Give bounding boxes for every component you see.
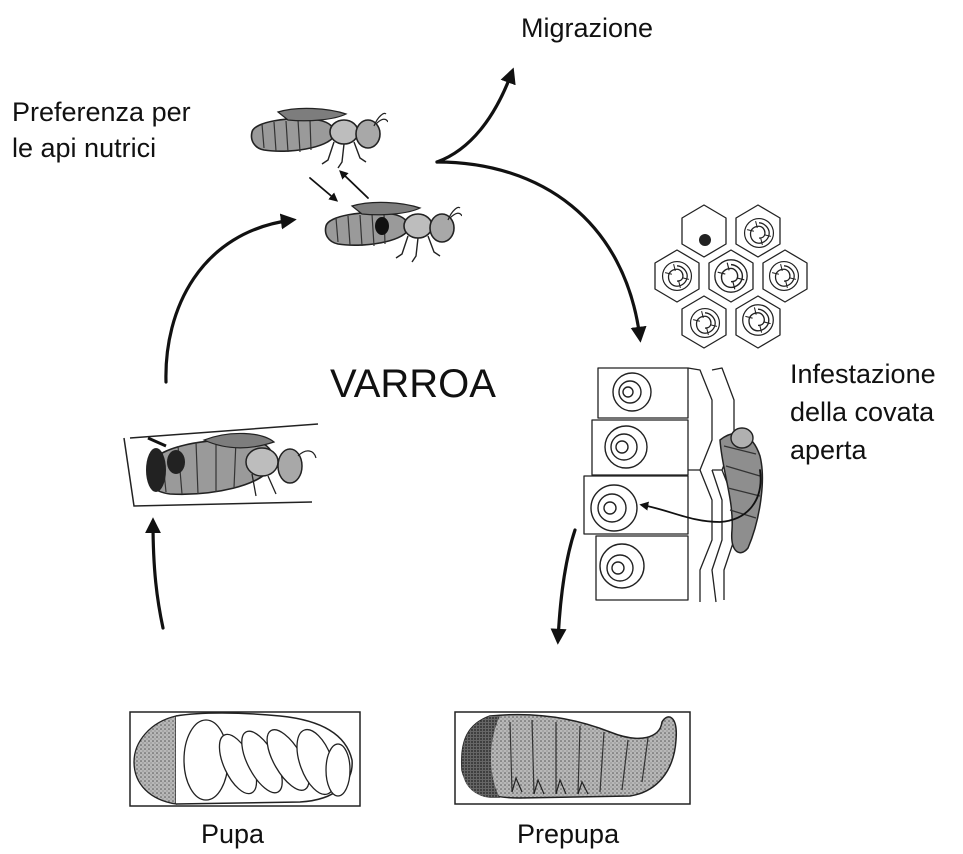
arrow-bee-exchange-down	[310, 178, 336, 200]
arrow-to-emerging	[153, 522, 163, 628]
pupa-icon	[130, 712, 360, 806]
arrow-to-nurse-bees	[166, 220, 292, 382]
label-infestation-line3: aperta	[790, 434, 867, 467]
arrow-to-prepupa	[558, 530, 575, 640]
label-pupa: Pupa	[201, 818, 264, 851]
label-infestation-line1: Infestazione	[790, 358, 936, 391]
emerging-bee-icon	[124, 424, 318, 506]
open-brood-cell-icon	[584, 368, 762, 602]
brood-comb-icon	[655, 205, 807, 348]
label-nurse-preference-line2: le api nutrici	[12, 132, 156, 165]
arrow-to-open-brood	[437, 162, 640, 338]
label-nurse-preference-line1: Preferenza per	[12, 96, 191, 129]
label-prepupa: Prepupa	[517, 818, 619, 851]
nurse-bee-icon	[252, 108, 389, 168]
diagram-title: VARROA	[330, 362, 496, 406]
arrow-to-migration	[437, 72, 512, 162]
label-infestation-line2: della covata	[790, 396, 934, 429]
label-migration: Migrazione	[521, 12, 653, 45]
arrow-bee-exchange-up	[341, 172, 368, 198]
prepupa-icon	[455, 712, 690, 804]
varroa-mite-bee-icon	[326, 202, 463, 262]
